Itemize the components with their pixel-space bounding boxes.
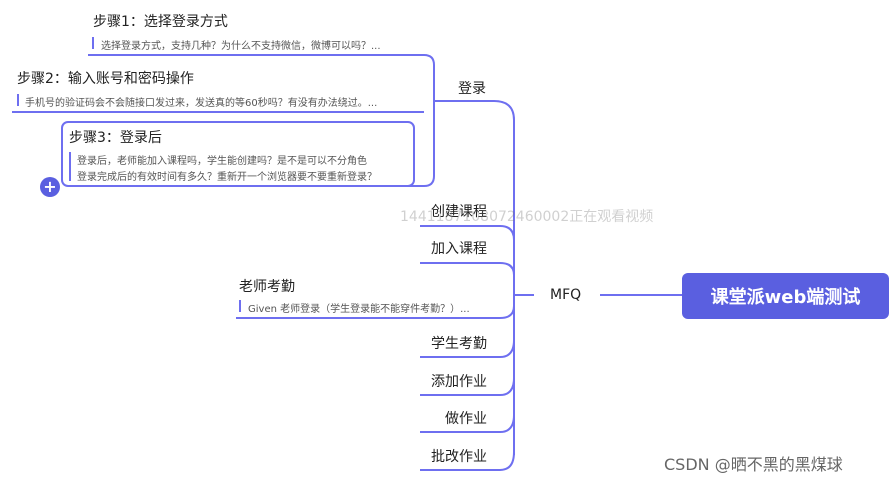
step1-note-bar: [92, 37, 94, 49]
branch-teacher-attendance[interactable]: 老师考勤: [239, 279, 295, 295]
video-watermark: 1441187108072460002正在观看视频: [400, 209, 654, 225]
step2-note: 手机号的验证码会不会随接口发过来，发送真的等60秒吗？有没有办法绕过。...: [25, 98, 378, 109]
branch-grade-homework[interactable]: 批改作业: [431, 449, 487, 465]
branch-student-attendance[interactable]: 学生考勤: [431, 336, 487, 352]
branch-login[interactable]: 登录: [458, 81, 486, 97]
branch-do-homework[interactable]: 做作业: [445, 411, 487, 427]
teacher-attendance-note-bar: [239, 300, 241, 312]
step1-title[interactable]: 步骤1：选择登录方式: [93, 14, 228, 30]
branch-create-course[interactable]: 创建课程: [431, 204, 487, 220]
root-node[interactable]: 课堂派web端测试: [682, 273, 889, 319]
csdn-credit: CSDN @晒不黑的黑煤球: [664, 455, 843, 474]
branch-join-course[interactable]: 加入课程: [431, 241, 487, 257]
branch-add-homework[interactable]: 添加作业: [431, 374, 487, 390]
step1-note: 选择登录方式，支持几种？为什么不支持微信，微博可以吗？...: [101, 41, 381, 52]
step3-title[interactable]: 步骤3：登录后: [69, 130, 162, 146]
add-node-button[interactable]: +: [40, 177, 60, 197]
step2-title[interactable]: 步骤2：输入账号和密码操作: [17, 71, 194, 87]
teacher-attendance-note: Given 老师登录（学生登录能不能穿件考勤？）...: [248, 304, 470, 315]
step2-note-bar: [17, 94, 19, 106]
mfq-node[interactable]: MFQ: [550, 287, 582, 303]
step3-note-line1: 登录后，老师能加入课程吗，学生能创建吗？是不是可以不分角色: [77, 156, 367, 167]
step3-note-line2: 登录完成后的有效时间有多久？重新开一个浏览器要不要重新登录？: [77, 172, 377, 183]
step3-note-bar: [69, 152, 71, 181]
